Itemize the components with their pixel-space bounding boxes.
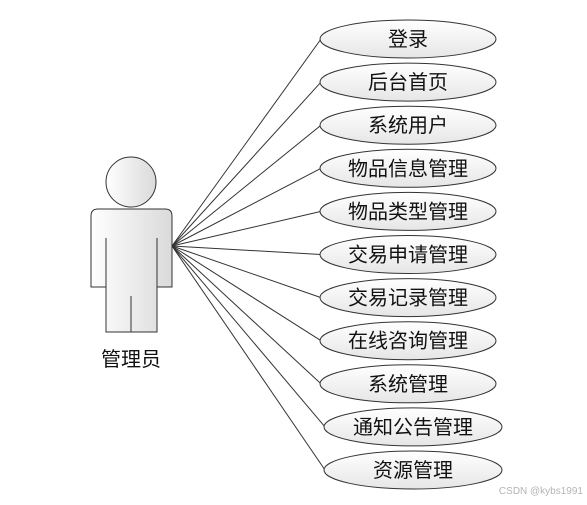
- use-case-list: 登录后台首页系统用户物品信息管理物品类型管理交易申请管理交易记录管理在线咨询管理…: [319, 19, 503, 490]
- actor-head: [105, 156, 157, 208]
- association-line: [171, 245, 326, 428]
- use-case: 交易记录管理: [319, 278, 497, 318]
- association-line: [171, 245, 322, 385]
- association-lines: [171, 38, 326, 471]
- actor-figure: 管理员: [90, 156, 173, 371]
- use-case-ellipse: [319, 191, 497, 231]
- use-case-ellipse: [323, 450, 503, 490]
- use-case: 后台首页: [319, 62, 497, 102]
- use-case-label: 交易记录管理: [348, 286, 468, 310]
- use-case-ellipse: [319, 148, 497, 188]
- association-line: [171, 38, 322, 247]
- use-case: 通知公告管理: [323, 407, 503, 447]
- use-case-label: 在线咨询管理: [348, 329, 468, 353]
- use-case-label: 系统用户: [368, 113, 448, 137]
- use-case-ellipse: [319, 105, 497, 145]
- use-case: 物品类型管理: [319, 191, 497, 231]
- actor-label: 管理员: [101, 347, 161, 371]
- use-case-label: 资源管理: [373, 458, 453, 482]
- use-case-ellipse: [319, 364, 497, 404]
- use-case: 交易申请管理: [319, 235, 497, 274]
- association-line: [171, 245, 326, 471]
- association-line: [171, 81, 322, 247]
- use-case: 登录: [319, 19, 497, 59]
- use-case-label: 物品类型管理: [348, 199, 468, 223]
- association-line: [171, 210, 322, 247]
- association-line: [171, 167, 322, 247]
- use-case-label: 系统管理: [368, 372, 448, 396]
- use-case: 资源管理: [323, 450, 503, 490]
- use-case-label: 登录: [388, 27, 428, 51]
- use-case-ellipse: [323, 407, 503, 447]
- association-line: [171, 245, 322, 255]
- use-case-ellipse: [319, 321, 497, 361]
- use-case: 系统用户: [319, 105, 497, 145]
- use-case-label: 通知公告管理: [353, 415, 473, 439]
- association-line: [171, 245, 322, 299]
- watermark: CSDN @kybs1991: [498, 486, 583, 497]
- use-case-label: 交易申请管理: [348, 243, 468, 267]
- use-case-label: 后台首页: [368, 70, 448, 94]
- actor-body: [90, 208, 173, 333]
- association-line: [171, 124, 322, 247]
- use-case-ellipse: [319, 278, 497, 318]
- association-line: [171, 245, 322, 342]
- use-case: 系统管理: [319, 364, 497, 404]
- use-case-label: 物品信息管理: [348, 156, 468, 180]
- use-case: 物品信息管理: [319, 148, 497, 188]
- use-case: 在线咨询管理: [319, 321, 497, 361]
- use-case-ellipse: [319, 235, 497, 274]
- use-case-ellipse: [319, 19, 497, 59]
- use-case-ellipse: [319, 62, 497, 102]
